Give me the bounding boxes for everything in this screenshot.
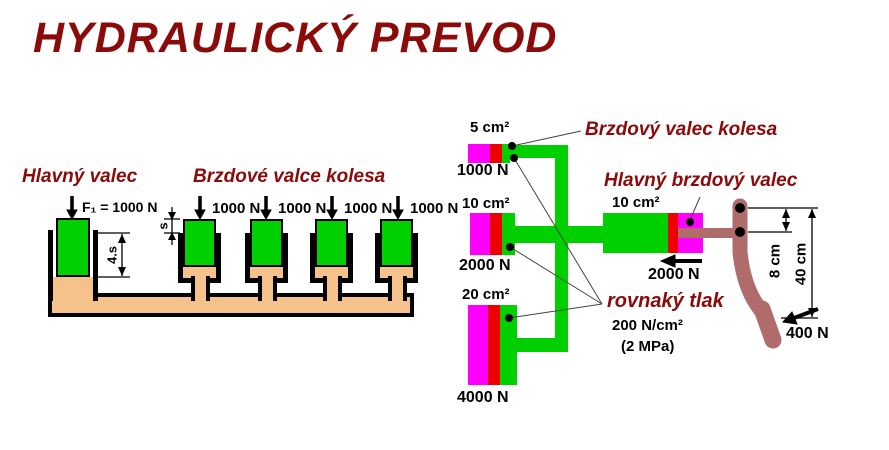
- wheel-force-label: 1000 N: [410, 200, 459, 217]
- push-rod: [678, 228, 740, 238]
- force-down-arrows: [66, 196, 404, 221]
- pedal-arm-long-label: 40 cm: [792, 242, 810, 286]
- page-title: HYDRAULICKÝ PREVOD: [33, 14, 558, 62]
- callout-wheel-cylinder: Brzdový valec kolesa: [585, 119, 778, 140]
- brake-fluid: [315, 267, 348, 278]
- wheel-piston: [380, 219, 413, 267]
- cylinder-neck: [323, 276, 342, 301]
- wheel-cyl-5-seal: [490, 144, 502, 163]
- master-cyl-fluid: [603, 213, 668, 253]
- master-stroke-label: 4.s: [104, 245, 120, 265]
- wheel-force-label: 1000 N: [278, 200, 327, 217]
- brake-fluid: [380, 267, 413, 278]
- wheel-piston: [250, 219, 283, 267]
- pedal-force-arrow: [782, 307, 819, 325]
- cylinder-neck: [258, 276, 277, 301]
- heading-wheel-cylinders: Brzdové valce kolesa: [193, 166, 386, 187]
- wheel-piston: [315, 219, 348, 267]
- wheel-force-label: 1000 N: [344, 200, 393, 217]
- pipe-bottom: [517, 338, 568, 352]
- callout-lines: [508, 130, 701, 319]
- area-label-5: 5 cm²: [470, 119, 510, 136]
- wheel-piston: [183, 219, 216, 267]
- cylinder-neck: [388, 276, 407, 301]
- master-piston: [56, 218, 90, 277]
- dimension-pedal-arms: [748, 207, 818, 319]
- dimension-wheel-stroke: [164, 207, 180, 245]
- brake-fluid: [250, 267, 283, 278]
- area-label-20: 20 cm²: [462, 286, 510, 303]
- force-label-1000: 1000 N: [457, 162, 509, 179]
- pedal-arm-short-label: 8 cm: [766, 243, 784, 279]
- master-cyl-seal: [668, 213, 678, 253]
- wheel-stroke-label: s: [155, 222, 171, 230]
- brake-fluid: [183, 267, 216, 278]
- callout-master-cylinder: Hlavný brzdový valec: [604, 170, 798, 191]
- pipe-top: [510, 145, 568, 158]
- wheel-cyl-10-seal: [490, 213, 502, 255]
- pivot-dots: [735, 203, 745, 237]
- wheel-cyl-5-fluid: [502, 144, 510, 163]
- force-label-2000: 2000 N: [459, 257, 511, 274]
- pipe-middle: [515, 226, 603, 243]
- left-arrow: [659, 254, 702, 268]
- heading-master-cylinder: Hlavný valec: [22, 166, 138, 187]
- force-label-master: 2000 N: [648, 266, 700, 283]
- pressure-value-mpa: (2 MPa): [621, 338, 675, 355]
- area-label-master: 10 cm²: [612, 194, 660, 211]
- area-label-10: 10 cm²: [462, 195, 510, 212]
- pipe-vertical: [555, 145, 568, 352]
- wheel-cyl-5-piston: [468, 144, 490, 163]
- force-label-4000: 4000 N: [457, 389, 509, 406]
- wheel-cyl-10-piston: [470, 213, 490, 255]
- wheel-force-label: 1000 N: [212, 200, 261, 217]
- callout-dots: [505, 142, 694, 322]
- wheel-cyl-20-seal: [488, 305, 500, 385]
- dimension-master-stroke: [94, 232, 130, 278]
- brake-fluid: [53, 277, 93, 301]
- brake-pedal: [732, 198, 782, 349]
- master-force-label: F₁ = 1000 N: [82, 199, 158, 215]
- pressure-value: 200 N/cm²: [612, 317, 683, 334]
- hydraulic-channel: [48, 293, 414, 317]
- equal-pressure-label: rovnaký tlak: [607, 290, 724, 312]
- cylinder-neck: [191, 276, 210, 301]
- wheel-cyl-20-piston: [468, 305, 488, 385]
- pedal-force-label: 400 N: [786, 325, 829, 342]
- wheel-cyl-20-fluid: [500, 305, 517, 385]
